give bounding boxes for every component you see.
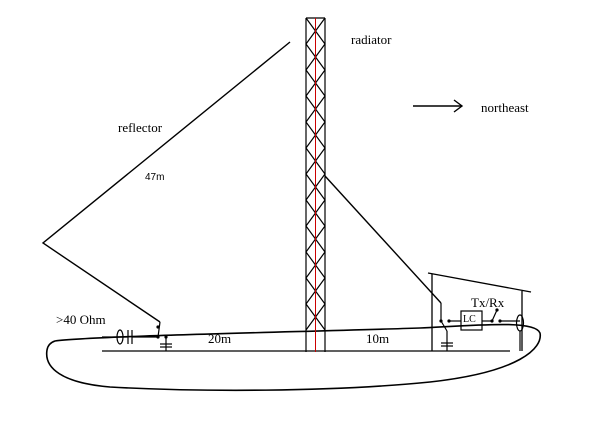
ground-outline [45, 323, 541, 392]
right-matching-network [440, 303, 525, 351]
impedance-label: >40 Ohm [56, 312, 106, 327]
left-matching-network [102, 321, 172, 351]
distance-left-label: 20m [208, 331, 232, 346]
shelter [427, 272, 532, 351]
radiator-feed-wire [324, 175, 442, 304]
right-switch-contacts [439, 308, 502, 323]
radiator-label: radiator [351, 32, 392, 47]
left-switch-contacts [156, 325, 168, 339]
transceiver-label: Tx/Rx [471, 295, 505, 310]
radiator-mast [305, 17, 326, 352]
distance-right-label: 10m [366, 331, 390, 346]
tuner-label: LC [463, 314, 476, 325]
direction-arrow [413, 99, 464, 113]
direction-label: northeast [481, 100, 529, 115]
reflector-length-label: 47m [145, 172, 165, 183]
reflector-label: reflector [118, 120, 163, 135]
reflector-wire [41, 41, 291, 323]
